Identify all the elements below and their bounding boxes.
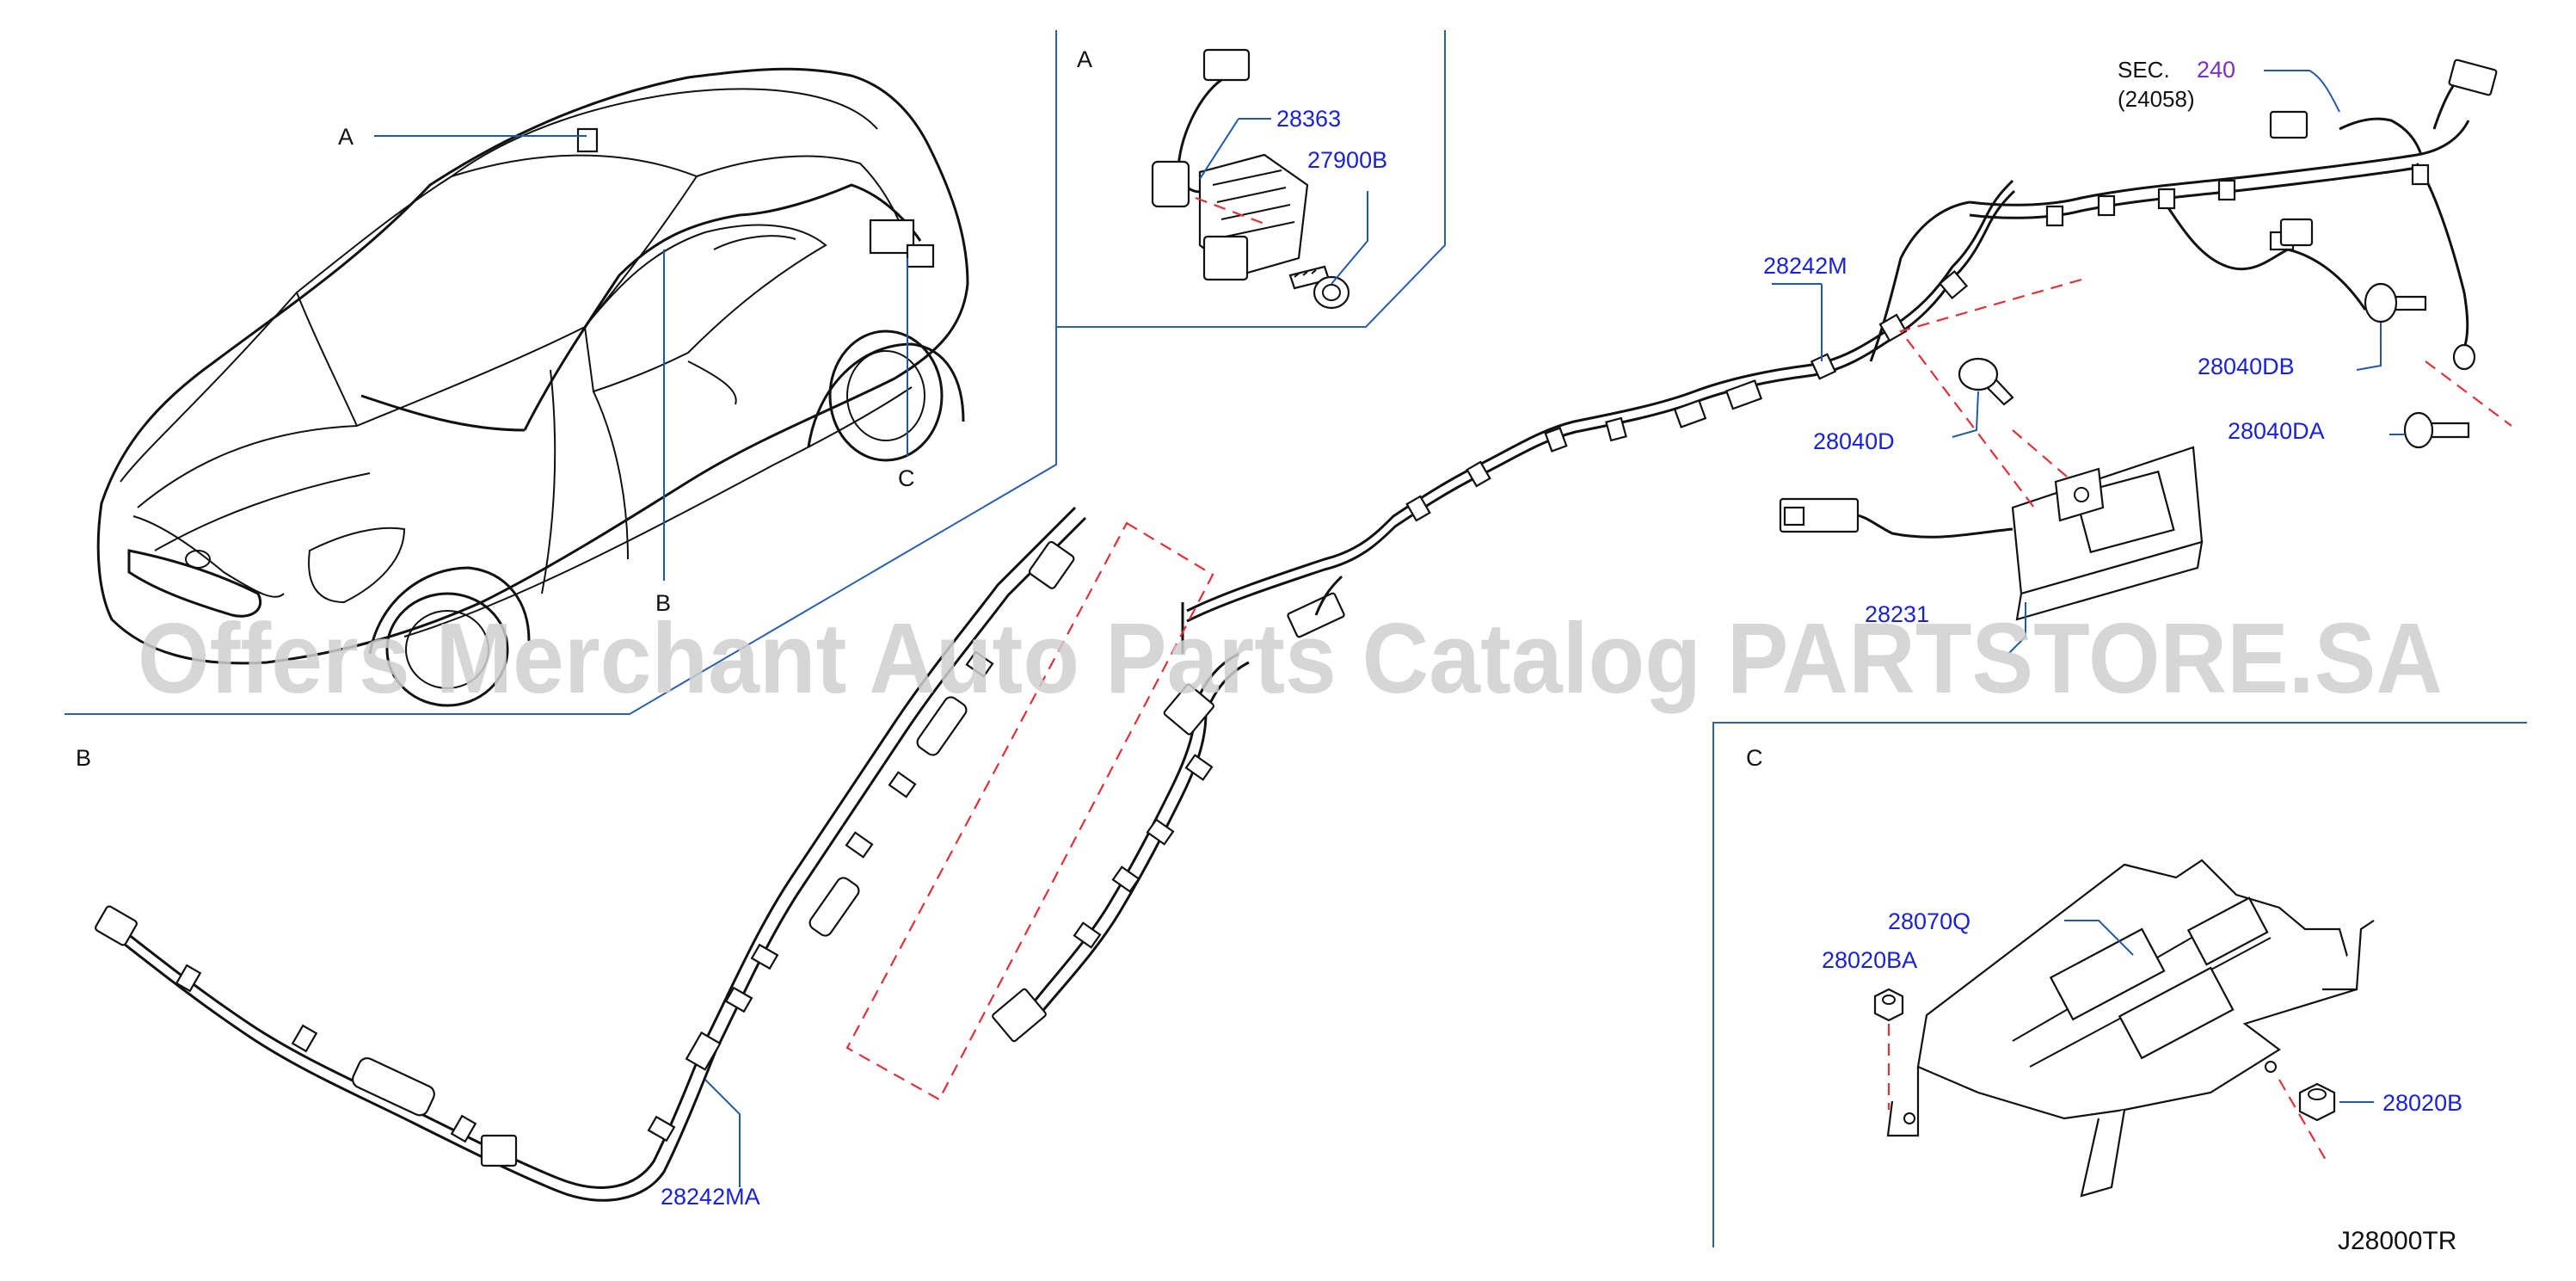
part-label-28070Q[interactable]: 28070Q [1888, 908, 1970, 934]
section-ref-link[interactable]: 240 [2197, 57, 2235, 83]
module-28363[interactable] [1151, 48, 1309, 281]
car-callout-c: C [898, 465, 915, 491]
part-label-28242M[interactable]: 28242M [1763, 253, 1847, 279]
bolt-27900B[interactable] [1288, 265, 1350, 310]
part-label-28040DA[interactable]: 28040DA [2228, 418, 2325, 444]
harness-b-clips [175, 650, 994, 1143]
section-ref-sub: (24058) [2118, 86, 2195, 112]
part-label-28231[interactable]: 28231 [1865, 601, 1929, 627]
nut-28020B[interactable] [2298, 1082, 2336, 1122]
part-label-27900B[interactable]: 27900B [1307, 147, 1387, 173]
bolt-28040DB[interactable] [2364, 282, 2427, 323]
car-callout-a: A [338, 124, 354, 150]
part-label-28040DB[interactable]: 28040DB [2198, 354, 2295, 379]
view-label-a: A [1077, 46, 1092, 72]
car-callout-b: B [655, 590, 671, 616]
panel-frames [65, 30, 2527, 1247]
bolt-28040D[interactable] [1958, 357, 2014, 406]
part-label-28040D[interactable]: 28040D [1813, 428, 1895, 454]
harness-b-segment [992, 652, 1250, 1043]
section-ref-prefix: SEC. [2118, 57, 2170, 83]
view-label-b: B [76, 745, 91, 771]
harness-clips [1405, 163, 2430, 522]
bracket-28070Q[interactable] [1886, 859, 2375, 1198]
harness-28242M[interactable] [1181, 59, 2498, 654]
part-label-28363[interactable]: 28363 [1276, 106, 1341, 132]
harness-28242MA[interactable] [95, 506, 1087, 1202]
car-illustration [96, 67, 969, 707]
car-callout-leaders [374, 135, 908, 581]
bolt-28040DA[interactable] [2403, 411, 2470, 449]
control-unit-28231[interactable] [1779, 446, 2204, 621]
nut-28020BA[interactable] [1873, 988, 1904, 1022]
part-label-28020BA[interactable]: 28020BA [1822, 947, 1917, 973]
diagram-id: J28000TR [2338, 1227, 2456, 1255]
part-label-28242MA[interactable]: 28242MA [661, 1184, 760, 1210]
view-label-c: C [1746, 745, 1763, 771]
part-label-28020B[interactable]: 28020B [2382, 1090, 2462, 1116]
watermark: Offers Merchant Auto Parts Catalog PARTS… [138, 602, 2443, 714]
